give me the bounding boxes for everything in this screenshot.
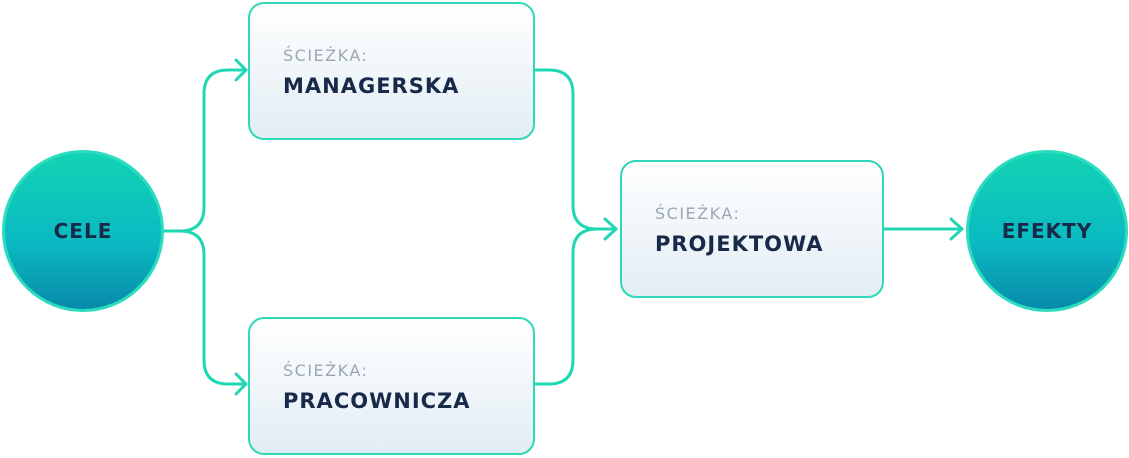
node-projektowa-title: PROJEKTOWA bbox=[655, 232, 824, 256]
node-projektowa-kicker: ŚCIEŻKA: bbox=[655, 204, 741, 223]
node-sciezka-pracownicza: ŚCIEŻKA: PRACOWNICZA bbox=[248, 317, 535, 455]
node-pracownicza-kicker: ŚCIEŻKA: bbox=[283, 361, 369, 380]
arrowhead-efekty bbox=[949, 217, 964, 241]
node-cele-label: CELE bbox=[53, 219, 113, 243]
node-sciezka-managerska: ŚCIEŻKA: MANAGERSKA bbox=[248, 2, 535, 140]
edge-managerska-to-projektowa bbox=[533, 68, 618, 231]
node-cele: CELE bbox=[2, 150, 164, 312]
node-pracownicza-title: PRACOWNICZA bbox=[283, 389, 471, 413]
node-efekty: EFEKTY bbox=[966, 150, 1128, 312]
node-managerska-kicker: ŚCIEŻKA: bbox=[283, 46, 369, 65]
edge-cele-to-managerska bbox=[161, 68, 248, 233]
node-efekty-label: EFEKTY bbox=[1001, 219, 1093, 243]
edge-pracownicza-to-projektowa bbox=[533, 227, 618, 386]
edge-cele-to-pracownicza bbox=[161, 229, 248, 386]
arrowhead-projektowa bbox=[603, 217, 618, 241]
node-sciezka-projektowa: ŚCIEŻKA: PROJEKTOWA bbox=[620, 160, 884, 298]
arrowhead-pracownicza bbox=[234, 372, 248, 396]
arrowhead-managerska bbox=[234, 58, 248, 82]
node-managerska-title: MANAGERSKA bbox=[283, 74, 460, 98]
